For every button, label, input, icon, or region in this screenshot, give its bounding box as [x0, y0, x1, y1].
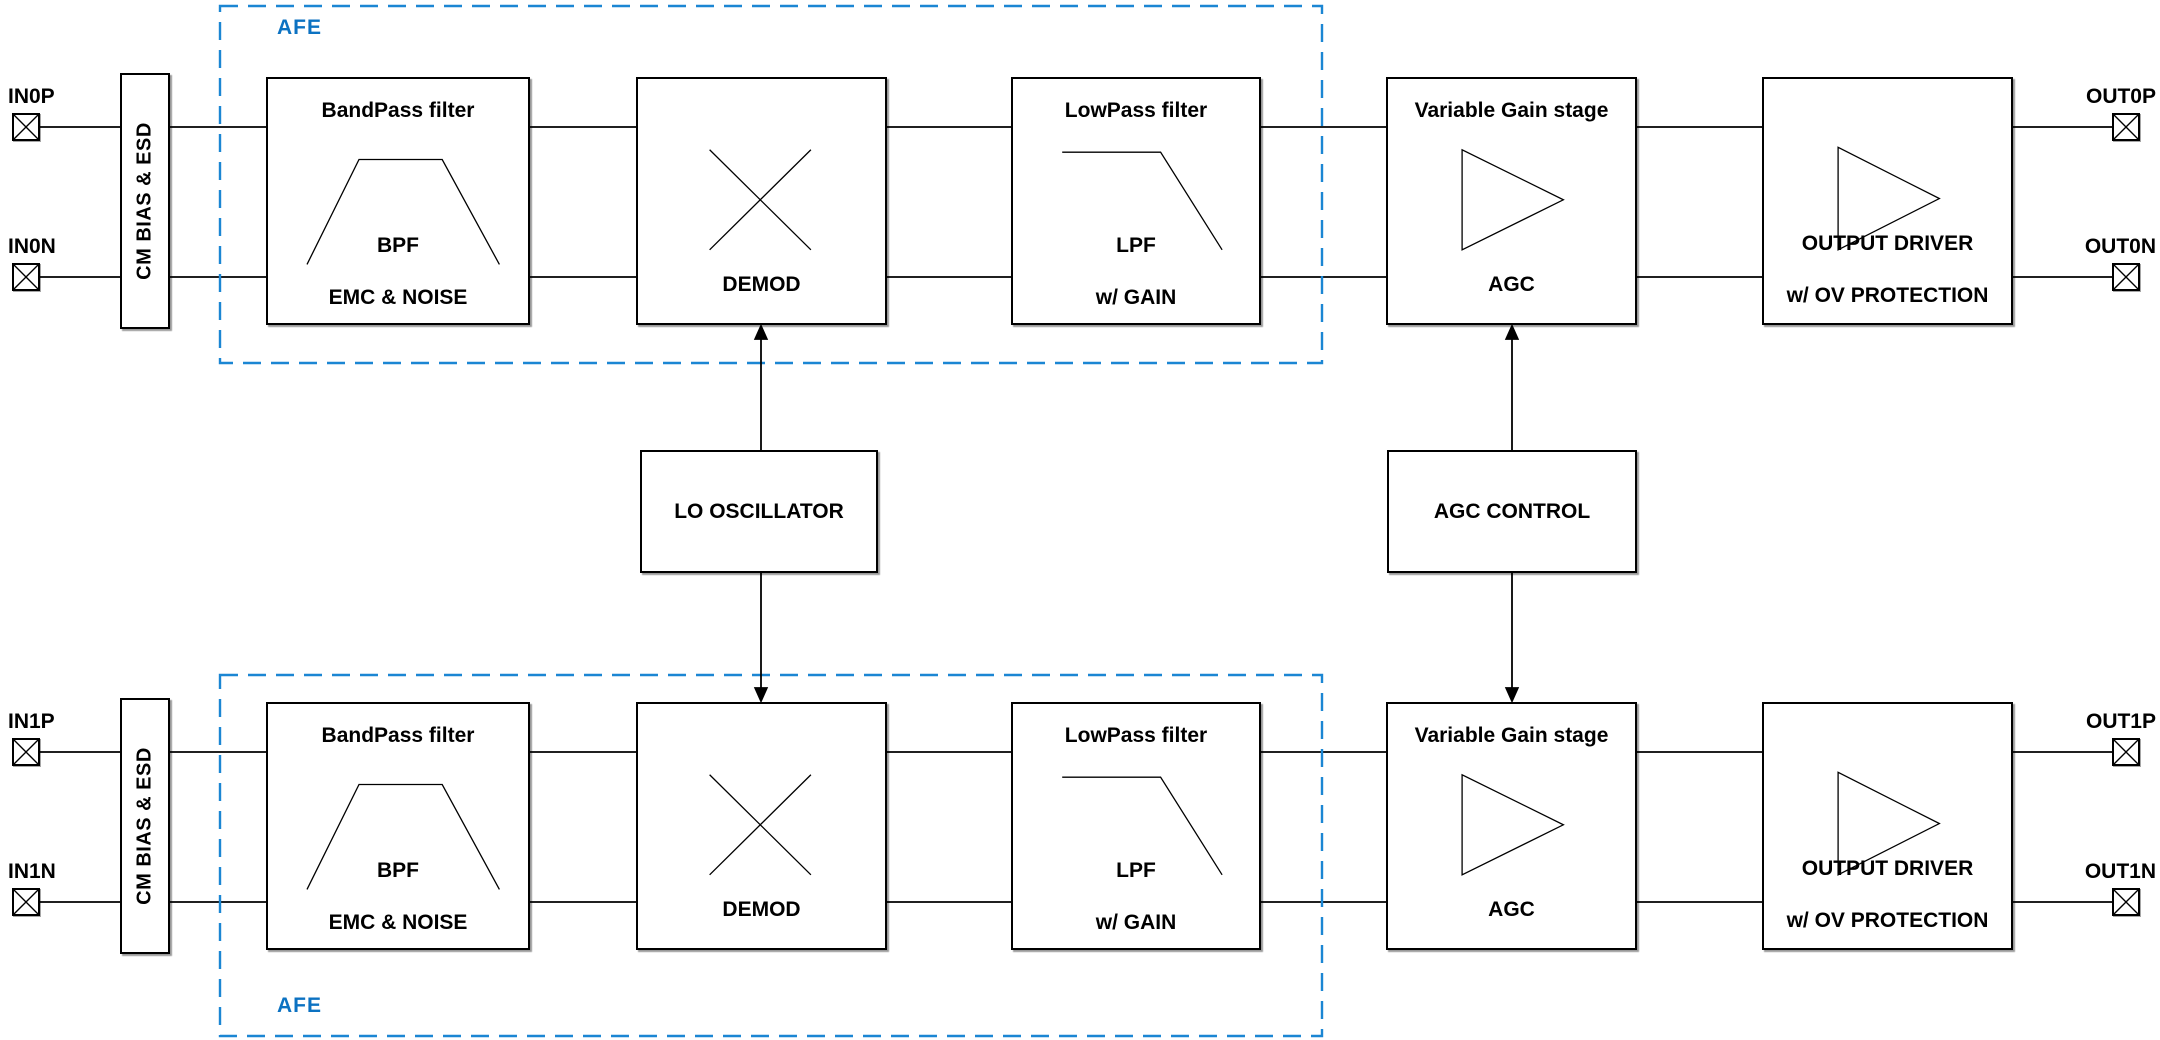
- io-pad-icon: [12, 738, 40, 766]
- block-title: BandPass filter: [321, 724, 475, 747]
- block-caption: DEMOD: [722, 898, 801, 921]
- output-pad-label: OUT0P: [2085, 85, 2156, 108]
- io-pad-icon: [2112, 888, 2140, 916]
- amplifier-icon: [1388, 79, 1635, 323]
- block-title: LowPass filter: [1064, 724, 1208, 747]
- output-pad-label: OUT1P: [2085, 710, 2156, 733]
- bandpass-response-icon: [268, 79, 528, 323]
- mixer-icon: [638, 79, 885, 323]
- cm-bias-esd-label: CM BIAS & ESD: [133, 747, 156, 905]
- bandpass-response-icon: [268, 704, 528, 948]
- io-pad-icon: [12, 263, 40, 291]
- bandpass-filter-block: BandPass filter BPF EMC & NOISE: [266, 702, 530, 950]
- io-pad-icon: [2112, 263, 2140, 291]
- control-arrows: [753, 323, 1520, 704]
- variable-gain-block: Variable Gain stage AGC: [1386, 77, 1637, 325]
- signal-wires: [40, 126, 2112, 903]
- input-pad-label: IN0P: [8, 85, 55, 108]
- demod-block: DEMOD: [636, 702, 887, 950]
- agc-control-block: AGC CONTROL: [1387, 450, 1637, 573]
- block-caption: LPF w/ GAIN: [1095, 234, 1177, 309]
- arrowhead-down-icon: [753, 687, 769, 704]
- block-caption: BPF EMC & NOISE: [328, 234, 468, 309]
- io-pad-icon: [2112, 738, 2140, 766]
- amplifier-icon: [1764, 704, 2011, 948]
- input-pad-label: IN1N: [8, 860, 56, 883]
- cm-bias-esd-block: CM BIAS & ESD: [120, 73, 170, 329]
- block-caption: AGC: [1488, 273, 1535, 296]
- io-pad-icon: [12, 113, 40, 141]
- afe-boundary-boxes: [218, 4, 1324, 1038]
- block-caption: DEMOD: [722, 273, 801, 296]
- block-title: Variable Gain stage: [1414, 99, 1609, 122]
- lowpass-response-icon: [1013, 79, 1259, 323]
- bandpass-filter-block: BandPass filter BPF EMC & NOISE: [266, 77, 530, 325]
- block-title: BandPass filter: [321, 99, 475, 122]
- variable-gain-block: Variable Gain stage AGC: [1386, 702, 1637, 950]
- io-pad-icon: [2112, 113, 2140, 141]
- input-pad-label: IN0N: [8, 235, 56, 258]
- lowpass-response-icon: [1013, 704, 1259, 948]
- block-label: AGC CONTROL: [1433, 499, 1591, 523]
- block-title: LowPass filter: [1064, 99, 1208, 122]
- output-driver-block: OUTPUT DRIVER w/ OV PROTECTION: [1762, 702, 2013, 950]
- lo-oscillator-block: LO OSCILLATOR: [640, 450, 878, 573]
- demod-block: DEMOD: [636, 77, 887, 325]
- block-caption: OUTPUT DRIVER w/ OV PROTECTION: [1786, 857, 1989, 932]
- afe-region-label-channel1: AFE: [277, 994, 322, 1017]
- output-pad-label: OUT0N: [2084, 235, 2156, 258]
- amplifier-icon: [1764, 79, 2011, 323]
- afe-boundary-channel1: [218, 673, 1324, 1038]
- block-label: LO OSCILLATOR: [674, 499, 844, 523]
- input-pad-label: IN1P: [8, 710, 55, 733]
- mixer-icon: [638, 704, 885, 948]
- lowpass-filter-block: LowPass filter LPF w/ GAIN: [1011, 702, 1261, 950]
- output-driver-block: OUTPUT DRIVER w/ OV PROTECTION: [1762, 77, 2013, 325]
- io-pad-icon: [12, 888, 40, 916]
- arrowhead-up-icon: [1504, 323, 1520, 340]
- arrowhead-down-icon: [1504, 687, 1520, 704]
- lowpass-filter-block: LowPass filter LPF w/ GAIN: [1011, 77, 1261, 325]
- afe-region-label-channel0: AFE: [277, 16, 322, 39]
- output-pad-label: OUT1N: [2084, 860, 2156, 883]
- block-caption: OUTPUT DRIVER w/ OV PROTECTION: [1786, 232, 1989, 307]
- cm-bias-esd-label: CM BIAS & ESD: [133, 122, 156, 280]
- block-caption: BPF EMC & NOISE: [328, 859, 468, 934]
- block-caption: AGC: [1488, 898, 1535, 921]
- cm-bias-esd-block: CM BIAS & ESD: [120, 698, 170, 954]
- block-caption: LPF w/ GAIN: [1095, 859, 1177, 934]
- block-title: Variable Gain stage: [1414, 724, 1609, 747]
- arrowhead-up-icon: [753, 323, 769, 340]
- amplifier-icon: [1388, 704, 1635, 948]
